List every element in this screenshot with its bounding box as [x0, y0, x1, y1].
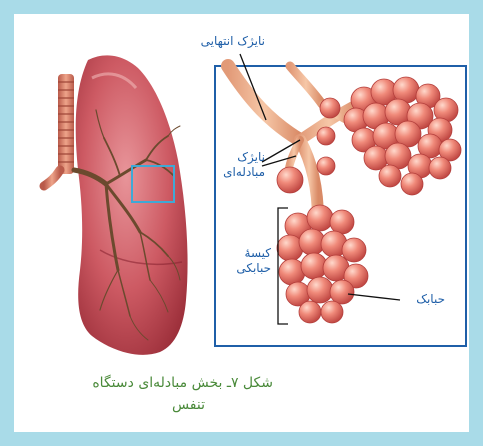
respiratory-bronchiole-line2: مبادله‌ای: [223, 165, 265, 180]
respiratory-bronchiole-label: نایژک مبادله‌ای: [223, 150, 265, 180]
caption-line2: تنفس: [92, 394, 205, 416]
alveolar-sac-line2: حبابکی: [236, 261, 271, 276]
figure-caption: شکل ۷ـ بخش مبادله‌ای دستگاه تنفس: [92, 372, 273, 416]
alveolar-sac-line1: کیسهٔ: [236, 246, 271, 261]
trachea: [44, 74, 74, 186]
respiratory-bronchiole-line1: نایژک: [223, 150, 265, 165]
alveolar-sac-label: کیسهٔ حبابکی: [236, 246, 271, 276]
lung: [76, 55, 188, 355]
terminal-bronchiole-label: نایژک انتهایی: [201, 34, 265, 49]
alveolus-label: حبابک: [416, 292, 445, 307]
caption-line1: شکل ۷ـ بخش مبادله‌ای دستگاه: [92, 372, 273, 394]
